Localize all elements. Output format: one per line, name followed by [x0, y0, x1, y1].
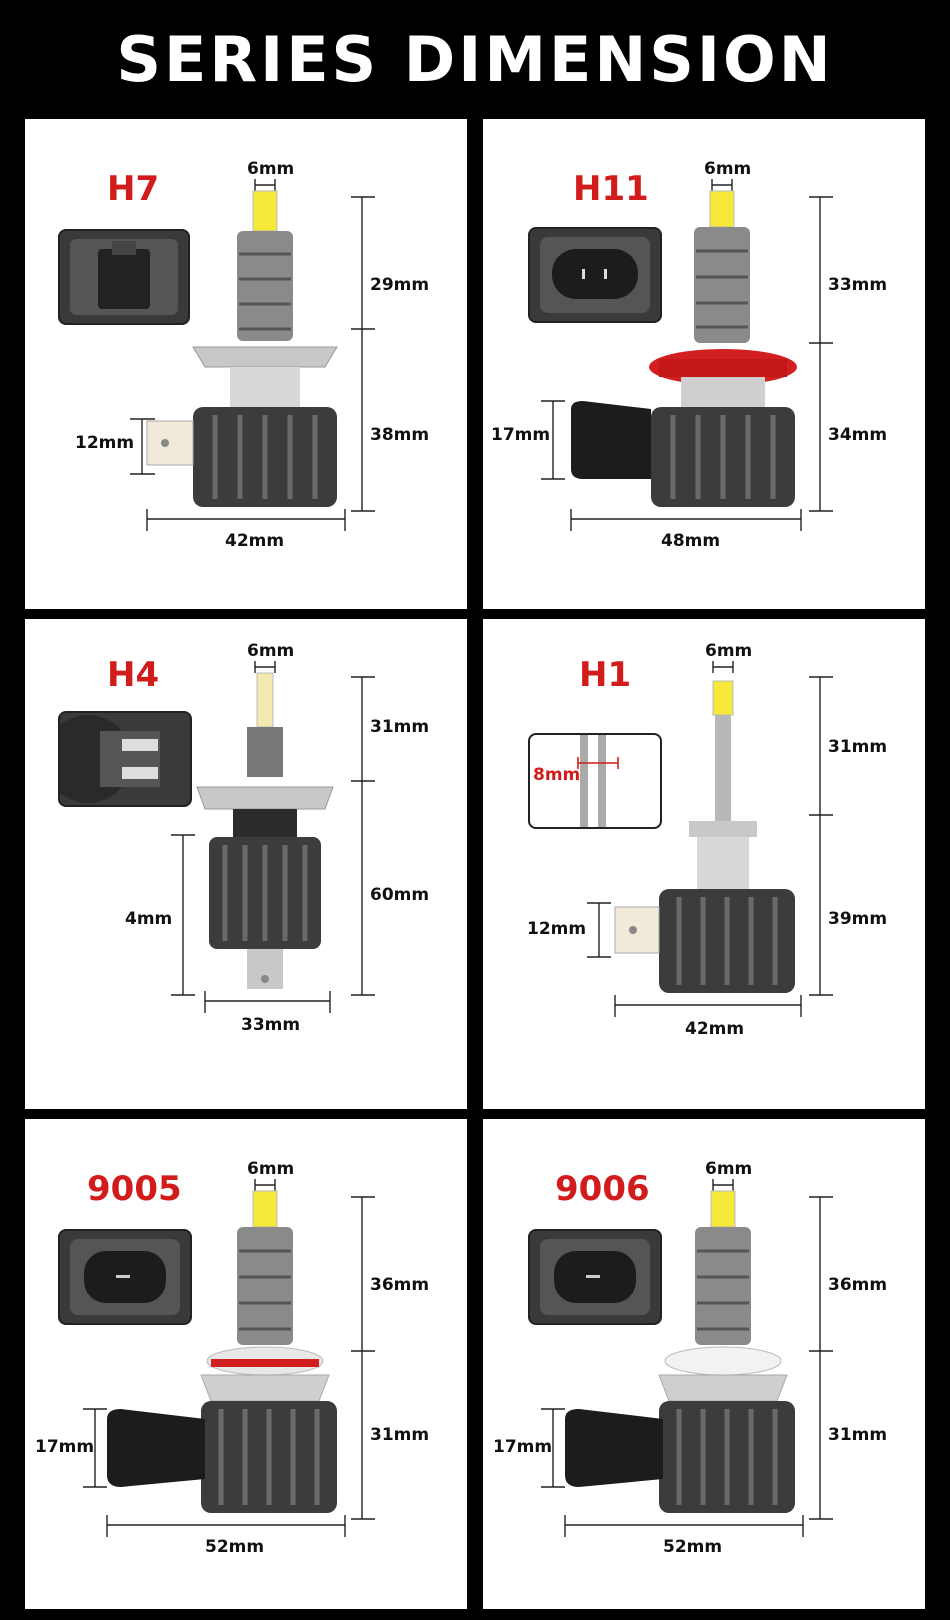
- connector-inset: [58, 229, 190, 325]
- connector-icon: [60, 715, 160, 803]
- connector-icon: [70, 1239, 180, 1315]
- model-label: H11: [573, 169, 649, 209]
- tip-dimension: 6mm: [247, 1159, 295, 1179]
- upper-dimension: 31mm: [828, 737, 888, 757]
- connector-inset: [58, 711, 192, 807]
- upper-dimension: 33mm: [828, 275, 888, 295]
- lower-dimension: 39mm: [828, 909, 888, 929]
- upper-dimension: 36mm: [370, 1275, 430, 1295]
- bulb-diagram: [83, 1179, 375, 1537]
- panel-h1: H1 8mm 6mm 31mm 39mm 12mm 42mm: [483, 619, 925, 1109]
- model-label: H7: [107, 169, 160, 209]
- connector-icon: [540, 1239, 650, 1315]
- model-label: 9006: [555, 1169, 650, 1209]
- connector-inset: [528, 227, 662, 323]
- panel-9005: 9005 6mm 36mm 31mm 17mm 52mm: [25, 1119, 467, 1609]
- upper-dimension: 31mm: [370, 717, 430, 737]
- bulb-diagram: [541, 179, 833, 531]
- width-dimension: 48mm: [661, 531, 721, 551]
- model-label: H1: [579, 655, 632, 695]
- strand-icon: [577, 735, 619, 827]
- side-dimension: 4mm: [125, 909, 173, 929]
- lower-dimension: 31mm: [828, 1425, 888, 1445]
- side-dimension: 12mm: [527, 919, 587, 939]
- panel-h11: H11 6mm 33mm 34mm 17mm 48mm: [483, 119, 925, 609]
- panel-h4: H4 6mm 31mm 60mm 4mm 33mm: [25, 619, 467, 1109]
- tip-dimension: 6mm: [705, 1159, 753, 1179]
- model-label: H4: [107, 655, 160, 695]
- width-dimension: 52mm: [205, 1537, 265, 1557]
- upper-dimension: 36mm: [828, 1275, 888, 1295]
- lower-dimension: 31mm: [370, 1425, 430, 1445]
- width-dimension: 33mm: [241, 1015, 301, 1035]
- strand-inset: [528, 733, 662, 829]
- panel-9006: 9006 6mm 36mm 31mm 17mm 52mm: [483, 1119, 925, 1609]
- connector-inset: [58, 1229, 192, 1325]
- width-dimension: 42mm: [225, 531, 285, 551]
- tip-dimension: 6mm: [705, 641, 753, 661]
- width-dimension: 52mm: [663, 1537, 723, 1557]
- lower-dimension: 38mm: [370, 425, 430, 445]
- tip-dimension: 6mm: [704, 159, 752, 179]
- tip-dimension: 6mm: [247, 641, 295, 661]
- bulb-diagram: [130, 179, 375, 531]
- page-title: SERIES DIMENSION: [116, 22, 834, 96]
- lower-dimension: 34mm: [828, 425, 888, 445]
- connector-icon: [540, 237, 650, 313]
- side-dimension: 17mm: [35, 1437, 95, 1457]
- bulb-diagram: [171, 661, 375, 1013]
- side-dimension: 17mm: [493, 1437, 553, 1457]
- tip-dimension: 6mm: [247, 159, 295, 179]
- bulb-diagram: [541, 1179, 833, 1537]
- model-label: 9005: [87, 1169, 182, 1209]
- connector-inset: [528, 1229, 662, 1325]
- strand-dimension: 8mm: [533, 765, 581, 785]
- bulb-diagram: [587, 661, 833, 1017]
- upper-dimension: 29mm: [370, 275, 430, 295]
- side-dimension: 17mm: [491, 425, 551, 445]
- connector-icon: [70, 239, 178, 315]
- panel-h7: H7 6mm 29mm 38mm 12mm 42mm: [25, 119, 467, 609]
- width-dimension: 42mm: [685, 1019, 745, 1039]
- side-dimension: 12mm: [75, 433, 135, 453]
- lower-dimension: 60mm: [370, 885, 430, 905]
